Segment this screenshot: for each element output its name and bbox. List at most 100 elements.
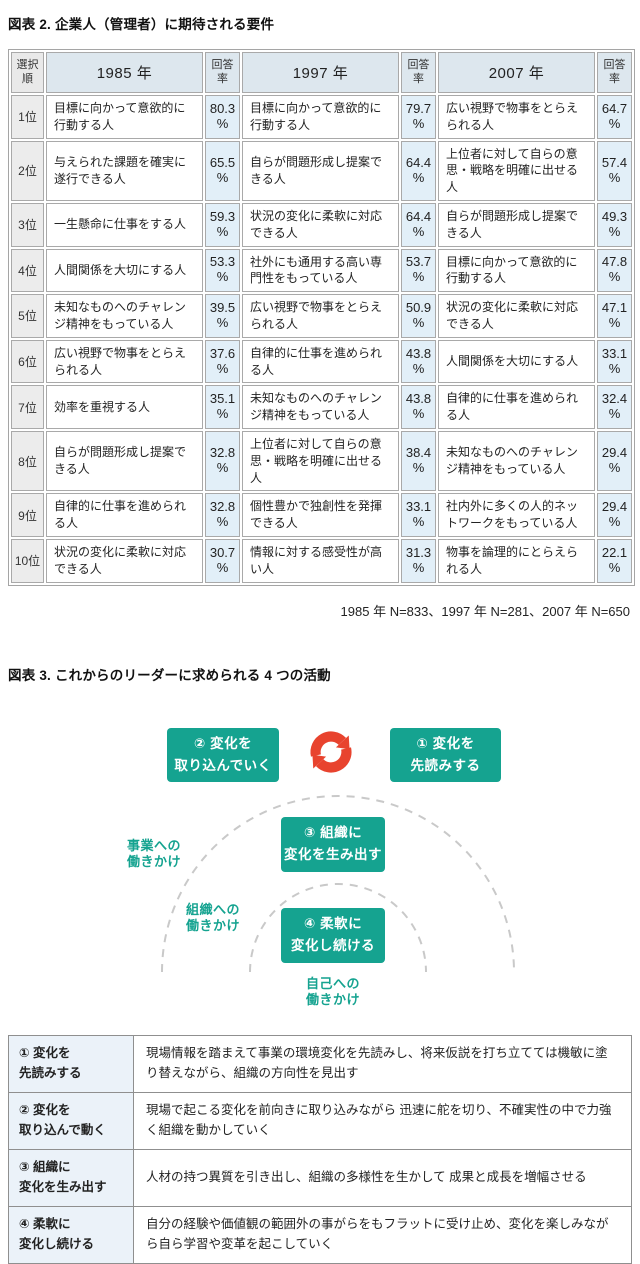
rate-cell: 32.8% xyxy=(205,430,240,492)
rate-cell: 64.4% xyxy=(401,202,436,247)
rate-unit: % xyxy=(412,460,425,476)
rank-cell: 9位 xyxy=(11,493,44,537)
rate-cell: 80.3% xyxy=(205,95,240,139)
rate-cell: 43.8% xyxy=(401,339,436,384)
rate-unit: % xyxy=(216,115,229,131)
figure2-header-row: 選択 順 1985 年 回答 率 1997 年 回答 率 2007 年 回答 率 xyxy=(11,52,632,93)
activity-label-cell: ③ 組織に 変化を生み出す xyxy=(8,1148,134,1207)
rate-value: 39.5 xyxy=(209,300,236,316)
activity-description-cell: 現場で起こる変化を前向きに取り込みながら 迅速に舵を切り、不確実性の中で力強く組… xyxy=(133,1091,632,1150)
rate-unit: % xyxy=(608,314,621,330)
requirement-cell: 自らが問題形成し提案できる人 xyxy=(438,202,595,247)
rate-unit: % xyxy=(412,406,425,422)
rate-cell: 31.3% xyxy=(401,538,436,583)
rate-cell: 35.1% xyxy=(205,385,240,429)
rate-column-header: 回答 率 xyxy=(401,52,436,93)
rank-cell: 5位 xyxy=(11,294,44,338)
figure3-table: ① 変化を 先読みする現場情報を踏まえて事業の環境変化を先読みし、将来仮説を打ち… xyxy=(8,1034,632,1264)
activity-label-cell: ② 変化を 取り込んで動く xyxy=(8,1091,134,1150)
activity-box-4: ④ 柔軟に 変化し続ける xyxy=(281,907,385,963)
rate-value: 47.8 xyxy=(601,254,628,270)
rate-value: 57.4 xyxy=(601,154,628,170)
requirement-cell: 与えられた課題を確実に遂行できる人 xyxy=(46,140,203,201)
requirement-cell: 人間関係を大切にする人 xyxy=(46,248,203,293)
rate-unit: % xyxy=(412,223,425,239)
rate-unit: % xyxy=(608,559,621,575)
year-1997-header: 1997 年 xyxy=(242,52,399,93)
cycle-arrows-icon xyxy=(310,730,352,773)
requirement-cell: 未知なものへのチャレンジ精神をもっている人 xyxy=(242,385,399,429)
sample-size-note: 1985 年 N=833、1997 年 N=281、2007 年 N=650 xyxy=(340,603,630,619)
rank-column-header: 選択 順 xyxy=(11,52,44,93)
rate-cell: 65.5% xyxy=(205,140,240,201)
rate-value: 43.8 xyxy=(405,391,432,407)
rate-cell: 64.7% xyxy=(597,95,632,139)
rate-unit: % xyxy=(216,169,229,185)
activity-description-cell: 自分の経験や価値観の範囲外の事がらをもフラットに受け止め、変化を楽しみながら自ら… xyxy=(133,1205,632,1264)
requirement-cell: 社内外に多くの人的ネットワークをもっている人 xyxy=(438,493,595,537)
rank-cell: 8位 xyxy=(11,430,44,492)
rate-unit: % xyxy=(216,514,229,530)
activity-row: ④ 柔軟に 変化し続ける自分の経験や価値観の範囲外の事がらをもフラットに受け止め… xyxy=(8,1205,632,1264)
requirement-cell: 自律的に仕事を進められる人 xyxy=(438,385,595,429)
year-1985-header: 1985 年 xyxy=(46,52,203,93)
rank-cell: 10位 xyxy=(11,538,44,583)
requirement-cell: 自らが問題形成し提案できる人 xyxy=(242,140,399,201)
activity-box-2: ② 変化を 取り込んでいく xyxy=(167,727,279,782)
rate-value: 53.7 xyxy=(405,254,432,270)
rate-value: 64.7 xyxy=(601,100,628,116)
figure2-caption: 図表 2. 企業人（管理者）に期待される要件 xyxy=(8,17,275,32)
rate-cell: 38.4% xyxy=(401,430,436,492)
requirement-cell: 状況の変化に柔軟に対応できる人 xyxy=(242,202,399,247)
rate-value: 38.4 xyxy=(405,445,432,461)
requirement-cell: 物事を論理的にとらえられる人 xyxy=(438,538,595,583)
rate-value: 65.5 xyxy=(209,154,236,170)
rate-unit: % xyxy=(608,406,621,422)
rate-unit: % xyxy=(216,406,229,422)
rate-value: 33.1 xyxy=(405,499,432,515)
requirement-cell: 自らが問題形成し提案できる人 xyxy=(46,430,203,492)
requirement-cell: 目標に向かって意欲的に行動する人 xyxy=(438,248,595,293)
rate-cell: 53.3% xyxy=(205,248,240,293)
outer-arc xyxy=(161,794,515,972)
rate-unit: % xyxy=(216,360,229,376)
rate-column-header: 回答 率 xyxy=(597,52,632,93)
rate-cell: 59.3% xyxy=(205,202,240,247)
rate-value: 80.3 xyxy=(209,100,236,116)
requirement-cell: 広い視野で物事をとらえられる人 xyxy=(438,95,595,139)
rate-unit: % xyxy=(412,559,425,575)
requirement-cell: 効率を重視する人 xyxy=(46,385,203,429)
arc-label-business: 事業への 働きかけ xyxy=(126,837,181,869)
rate-unit: % xyxy=(608,360,621,376)
rate-unit: % xyxy=(216,314,229,330)
rate-unit: % xyxy=(608,169,621,185)
rate-cell: 64.4% xyxy=(401,140,436,201)
requirement-cell: 未知なものへのチャレンジ精神をもっている人 xyxy=(438,430,595,492)
rate-cell: 29.4% xyxy=(597,430,632,492)
rate-unit: % xyxy=(608,460,621,476)
rate-cell: 33.1% xyxy=(401,493,436,537)
requirement-cell: 広い視野で物事をとらえられる人 xyxy=(46,339,203,384)
rate-cell: 30.7% xyxy=(205,538,240,583)
rate-unit: % xyxy=(412,514,425,530)
rate-value: 47.1 xyxy=(601,300,628,316)
rate-value: 29.4 xyxy=(601,499,628,515)
requirement-cell: 目標に向かって意欲的に行動する人 xyxy=(242,95,399,139)
figure2-table: 選択 順 1985 年 回答 率 1997 年 回答 率 2007 年 回答 率… xyxy=(8,49,635,586)
rate-cell: 47.8% xyxy=(597,248,632,293)
rate-cell: 33.1% xyxy=(597,339,632,384)
requirement-cell: 自律的に仕事を進められる人 xyxy=(46,493,203,537)
rate-value: 79.7 xyxy=(405,100,432,116)
rank-cell: 2位 xyxy=(11,140,44,201)
rate-value: 32.8 xyxy=(209,445,236,461)
year-2007-header: 2007 年 xyxy=(438,52,595,93)
rate-unit: % xyxy=(412,169,425,185)
rate-cell: 43.8% xyxy=(401,385,436,429)
